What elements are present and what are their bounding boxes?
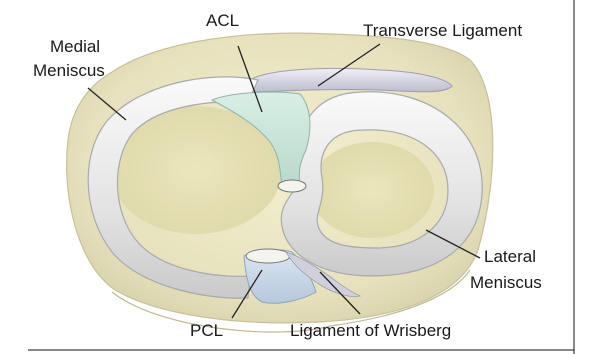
- label-lateral-meniscus-line2: Meniscus: [470, 273, 542, 292]
- label-pcl: PCL: [190, 321, 223, 340]
- label-ligament-of-wrisberg: Ligament of Wrisberg: [290, 321, 451, 340]
- lateral-articular-cartilage: [310, 142, 434, 238]
- label-lateral-meniscus-line1: Lateral: [484, 247, 536, 266]
- label-acl: ACL: [206, 11, 239, 30]
- label-medial-meniscus-line2: Meniscus: [33, 61, 105, 80]
- pcl-stump: [246, 249, 290, 263]
- label-medial-meniscus-line1: Medial: [50, 37, 100, 56]
- label-transverse-ligament: Transverse Ligament: [363, 21, 522, 40]
- acl-stump: [278, 180, 306, 192]
